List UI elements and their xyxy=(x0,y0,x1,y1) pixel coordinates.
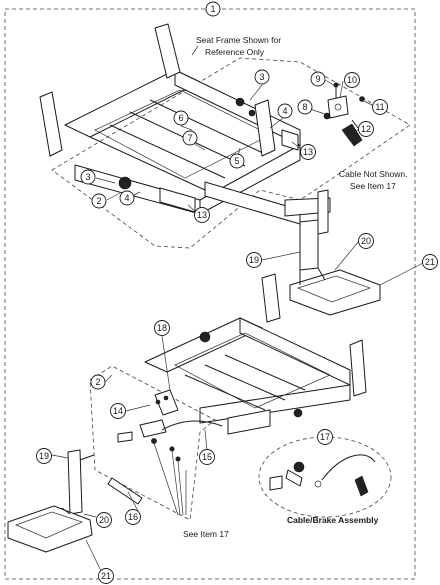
callout-label: 3 xyxy=(85,172,90,182)
callout-2-bottom: 2 xyxy=(90,374,106,390)
callout-label: 21 xyxy=(101,571,111,581)
callout-1: 1 xyxy=(205,1,221,17)
callout-16: 16 xyxy=(125,509,141,525)
callout-label: 2 xyxy=(96,196,101,206)
callout-label: 19 xyxy=(39,451,49,461)
callout-label: 11 xyxy=(375,102,384,112)
see-item-17-note: See Item 17 xyxy=(183,529,229,539)
top-footrest xyxy=(289,219,381,316)
cable-note-line-2: See Item 17 xyxy=(350,181,396,191)
callout-18: 18 xyxy=(154,320,170,336)
callout-5: 5 xyxy=(229,153,245,169)
cable-note-line-1: Cable Not Shown. xyxy=(339,169,408,179)
leader-lines xyxy=(51,9,426,574)
callout-label: 10 xyxy=(347,75,357,85)
seat-frame-note-line-2: Reference Only xyxy=(205,47,265,57)
callout-15: 15 xyxy=(199,449,215,465)
cable-brake-assembly-inset xyxy=(258,436,392,518)
callout-13-top-right: 13 xyxy=(300,144,316,160)
bottom-footrest xyxy=(7,449,95,553)
callout-label: 15 xyxy=(202,452,212,462)
callout-label: 21 xyxy=(425,257,435,267)
callout-8: 8 xyxy=(297,99,313,115)
callout-label: 2 xyxy=(95,377,100,387)
callout-14: 14 xyxy=(110,403,126,419)
callout-19-top: 19 xyxy=(246,252,262,268)
callout-20-bottom: 20 xyxy=(96,512,112,528)
callout-6: 6 xyxy=(173,110,189,126)
top-hardware-group xyxy=(323,82,365,147)
callout-4-left: 4 xyxy=(119,190,135,206)
callout-3-top: 3 xyxy=(254,69,270,85)
callout-label: 5 xyxy=(234,156,239,166)
callout-label: 4 xyxy=(124,193,129,203)
callout-17: 17 xyxy=(317,429,333,445)
callout-19-bottom: 19 xyxy=(36,448,52,464)
callout-7: 7 xyxy=(182,130,198,146)
callout-label: 19 xyxy=(249,255,259,265)
callout-label: 6 xyxy=(178,113,183,123)
callout-13-top-left: 13 xyxy=(194,207,210,223)
callout-4-top: 4 xyxy=(277,103,293,119)
callout-label: 7 xyxy=(187,133,192,143)
callout-21-bottom: 21 xyxy=(98,568,114,584)
callout-label: 17 xyxy=(320,432,330,442)
callout-label: 3 xyxy=(259,72,264,82)
callout-label: 20 xyxy=(99,515,109,525)
cable-brake-assembly-title: Cable/Brake Assembly xyxy=(287,515,379,525)
callout-label: 13 xyxy=(197,210,207,220)
bottom-detail-boundary xyxy=(89,365,216,521)
callout-label: 20 xyxy=(361,236,371,246)
callout-label: 8 xyxy=(302,102,307,112)
callout-label: 18 xyxy=(157,323,167,333)
callout-3-left: 3 xyxy=(80,169,96,185)
callout-20-top: 20 xyxy=(358,233,374,249)
callout-label: 12 xyxy=(361,124,371,134)
callout-label: 1 xyxy=(210,4,215,14)
seat-frame-note-line-1: Seat Frame Shown for xyxy=(196,35,281,45)
callout-12: 12 xyxy=(358,121,374,137)
callout-21-top: 21 xyxy=(422,254,438,270)
callout-9: 9 xyxy=(310,71,326,87)
callout-label: 13 xyxy=(303,147,313,157)
top-extension-rail xyxy=(204,181,331,235)
bottom-seat-frame xyxy=(144,273,367,435)
callout-label: 4 xyxy=(282,106,287,116)
top-detail-boundary xyxy=(51,57,411,249)
bottom-hardware-group xyxy=(107,389,223,516)
callout-label: 14 xyxy=(113,406,123,416)
callout-label: 16 xyxy=(128,512,138,522)
callout-11: 11 xyxy=(372,99,388,115)
callout-10: 10 xyxy=(344,72,360,88)
callout-label: 9 xyxy=(315,74,320,84)
callout-2-top: 2 xyxy=(91,193,107,209)
